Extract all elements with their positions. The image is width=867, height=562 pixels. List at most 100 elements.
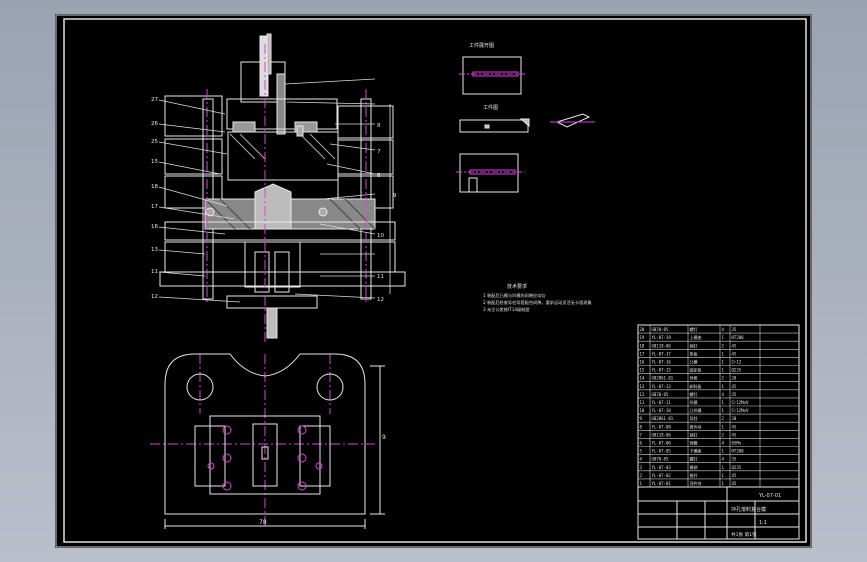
bom-cell-no: 18 [640, 343, 645, 348]
bom-cell-no: 11 [640, 400, 645, 405]
note-3: 3 未注公差按IT14级制造 [483, 306, 530, 313]
bom-cell-no: 19 [640, 335, 645, 340]
bom-cell-no: 13 [640, 384, 645, 389]
dimension-width: 78 [259, 519, 267, 526]
bom-cell-name: 凸模 [690, 359, 698, 365]
bom-cell-code: YL-07-02 [652, 473, 672, 478]
bom-cell-name: 销钉 [690, 431, 698, 437]
bom-cell-no: 17 [640, 351, 645, 356]
bom-cell-code: YL-07-06 [652, 441, 672, 446]
bom-cell-name: 螺钉 [690, 326, 698, 332]
left-leaders [158, 99, 241, 303]
bom-cell-no: 14 [640, 376, 645, 381]
inner-frame [63, 18, 807, 543]
bom-cell-mat: HT200 [732, 335, 745, 340]
bom-cell-code: GB119-86 [652, 343, 672, 348]
bom-cell-name: 凸凹模 [690, 407, 702, 413]
bom-cell-no: 20 [640, 327, 645, 332]
bom-cell-qty: 1 [722, 368, 725, 373]
blank-view-title: 工件展开图 [469, 42, 494, 49]
right-callouts: 8 7 6 9 10 11 12 [377, 123, 397, 303]
bom-cell-name: 推件块 [690, 423, 702, 429]
bom-cell-code: YL-07-01 [652, 481, 672, 486]
bom-cell-mat: 35 [732, 457, 737, 462]
plan-view [164, 353, 385, 529]
callout-10: 10 [377, 233, 384, 239]
bom-cell-name: 弹簧 [690, 440, 698, 446]
bom-cell-qty: 4 [722, 457, 725, 462]
bom-cell-name: 导套 [690, 375, 698, 381]
bom-cell-code: YL-07-17 [652, 351, 672, 356]
bom-cell-code: GB70-85 [652, 457, 669, 462]
bom-cell-mat: Q235 [732, 368, 742, 373]
part-view-title: 工件图 [483, 104, 498, 111]
bom-cell-code: YL-07-08 [652, 424, 672, 429]
part-views [456, 56, 595, 193]
bom-cell-name: 顶件块 [690, 480, 702, 486]
bom-cell-mat: HT200 [732, 449, 745, 454]
bom-cell-qty: 2 [722, 343, 725, 348]
bom-cell-qty: 1 [722, 465, 725, 470]
notes-title: 技术要求 [507, 283, 527, 290]
callout-11-right: 11 [377, 274, 384, 280]
bom-cell-qty: 2 [722, 416, 725, 421]
right-leaders [284, 78, 391, 299]
bom-cell-name: 垫板 [690, 350, 698, 356]
bom-cell-code: YL-07-16 [652, 360, 672, 365]
bom-cell-qty: 1 [722, 473, 725, 478]
centre-lines [150, 44, 375, 529]
sheet-count: 共1张 第1张 [731, 531, 757, 538]
callout-17: 17 [151, 204, 158, 210]
bom-cell-no: 8 [640, 424, 643, 429]
callout-11: 11 [151, 269, 158, 275]
callout-6: 6 [377, 173, 381, 179]
bom-cell-qty: 4 [722, 392, 725, 397]
callout-15: 15 [151, 159, 158, 165]
bom-cell-name: 推杆 [690, 472, 698, 478]
bom-cell-name: 销钉 [690, 342, 698, 348]
bom-cell-mat: 65Mn [732, 441, 742, 446]
note-2: 2 装配后检查导柱导套配合间隙，要求运动灵活无卡阻现象 [483, 299, 592, 306]
bom-cell-qty: 1 [722, 351, 725, 356]
bom-cell-name: 螺钉 [690, 391, 698, 397]
bom-cell-code: GB119-86 [652, 432, 672, 437]
drawing-name: 冲孔落料复合模 [731, 506, 766, 513]
bom-cell-mat: 45 [732, 473, 737, 478]
bom-cell-code: GB2861-81 [652, 376, 674, 381]
bom-cell-qty: 2 [722, 432, 725, 437]
callout-25: 25 [151, 139, 158, 145]
callout-13: 13 [151, 247, 158, 253]
bom-cell-mat: Cr12 [732, 360, 742, 365]
bom-cell-no: 16 [640, 360, 645, 365]
cad-drawing: 27 26 25 15 18 17 16 13 11 12 8 7 6 9 10… [55, 14, 812, 548]
bom-cell-qty: 1 [722, 400, 725, 405]
bom-cell-no: 1 [640, 481, 643, 486]
callout-26: 26 [151, 121, 158, 127]
bom-cell-mat: 20 [732, 416, 737, 421]
bom-cell-mat: Cr12MoV [732, 400, 749, 405]
bom-cell-code: YL-07-05 [652, 449, 672, 454]
callout-9: 9 [393, 193, 397, 199]
bom-cell-mat: 45 [732, 343, 737, 348]
drawing-sheet: 27 26 25 15 18 17 16 13 11 12 8 7 6 9 10… [55, 14, 812, 548]
scale: 1:1 [759, 520, 767, 526]
bom-cell-mat: Q235 [732, 465, 742, 470]
bom-cell-no: 10 [640, 408, 645, 413]
bom-cell-mat: Cr12MoV [732, 408, 749, 413]
bom-cell-name: 下模座 [690, 448, 702, 454]
bom-cell-mat: 35 [732, 392, 737, 397]
bom-cell-no: 7 [640, 432, 643, 437]
bom-cell-no: 2 [640, 473, 643, 478]
bom-cell-qty: 1 [722, 360, 725, 365]
bom-cell-no: 15 [640, 368, 645, 373]
technical-notes: 技术要求 1 装配后凸模与凹模的间隙应均匀 2 装配后检查导柱导套配合间隙，要求… [483, 283, 592, 313]
bom-cell-no: 5 [640, 449, 643, 454]
drawing-no: YL-07-01 [758, 493, 781, 499]
callout-27: 27 [151, 97, 158, 103]
left-callouts: 27 26 25 15 18 17 16 13 11 12 [151, 97, 158, 300]
callout-7: 7 [377, 149, 381, 155]
bom-cell-mat: 20 [732, 376, 737, 381]
bom-cell-no: 3 [640, 465, 643, 470]
callout-16: 16 [151, 224, 158, 230]
